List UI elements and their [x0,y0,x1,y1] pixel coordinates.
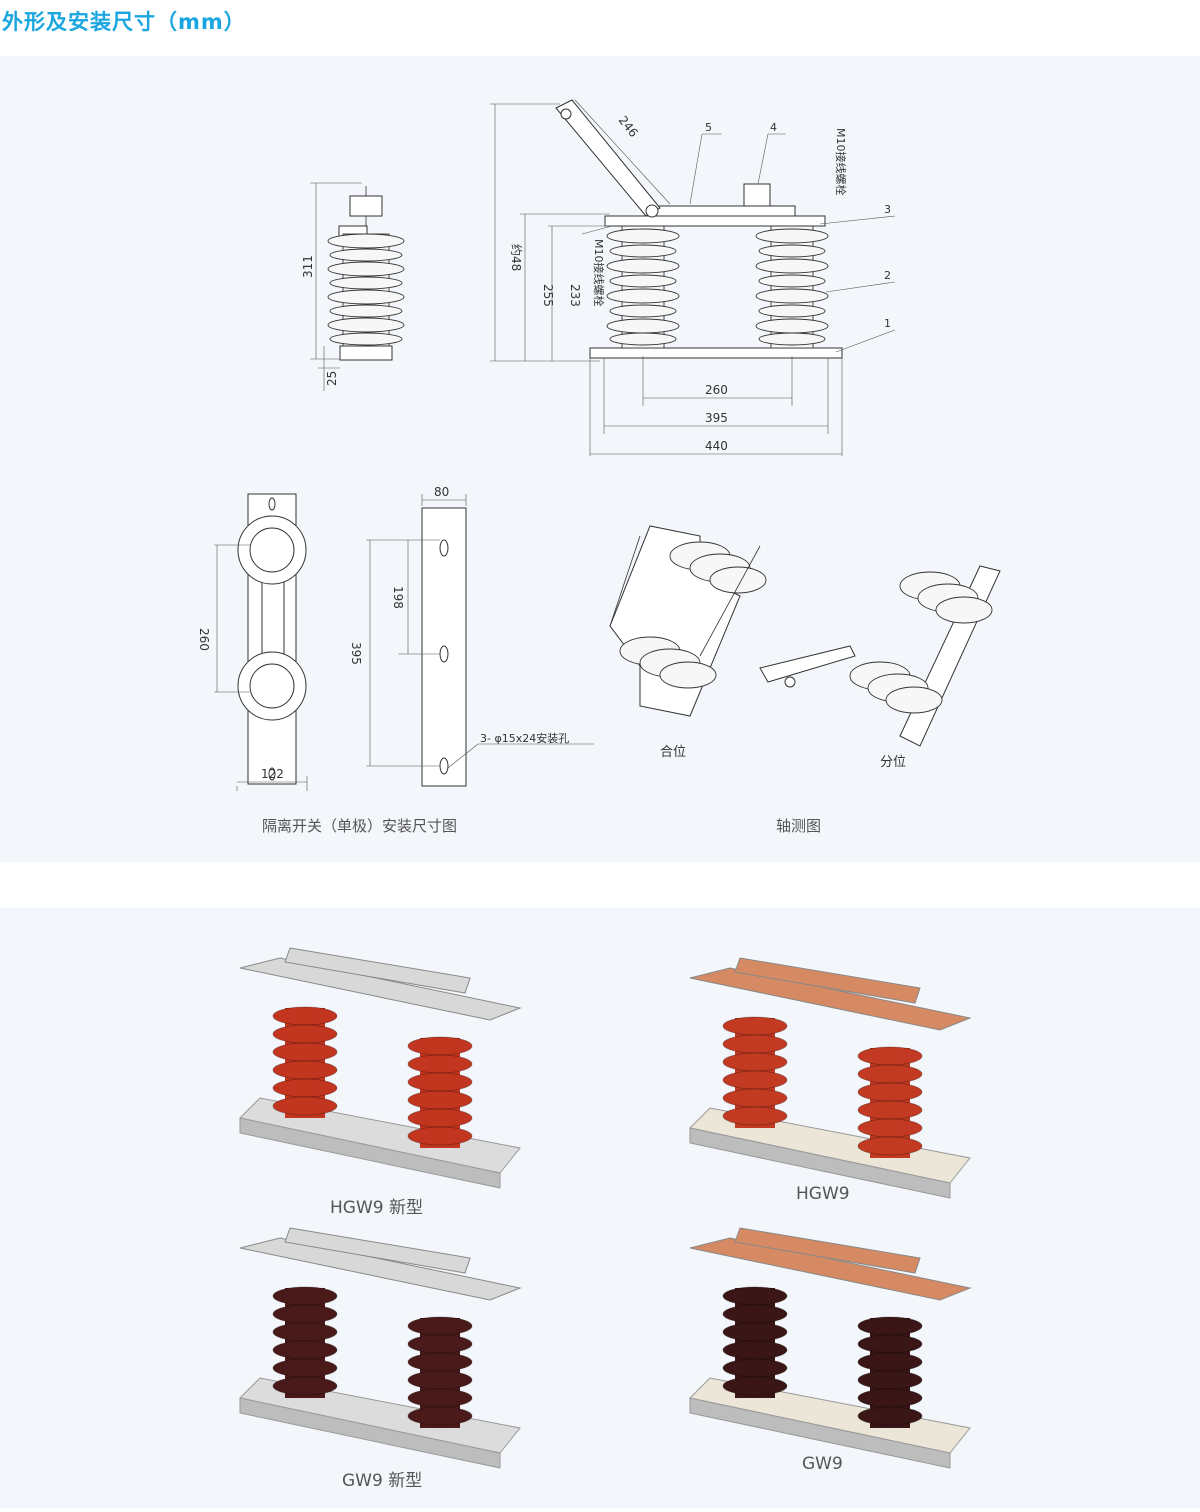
part-4: 4 [770,121,777,134]
front-insulator-left [606,225,680,349]
bolt-label-right: M10接线螺栓 [834,128,848,196]
dim-395-front: 395 [705,411,728,425]
top-view-drawing: 260 122 [197,493,308,791]
axonometric-open: 分位 [759,565,1001,770]
product-frame [689,967,972,1031]
product-blade [284,1227,471,1274]
product-illustration [688,1227,972,1469]
base-plate-drawing: 80 198 395 3- φ15x24安装孔 [349,485,594,787]
open-label: 分位 [880,755,906,770]
product-insulator [272,1286,338,1398]
product-insulator [722,1016,788,1128]
dim-approx48: 约48 [509,244,524,271]
product-frame [239,957,522,1021]
product-illustrations [238,947,972,1469]
front-insulator-right [755,225,829,349]
technical-drawings: 311 25 [197,99,1001,791]
product-insulator [407,1036,473,1148]
product-frame [689,1237,972,1301]
dim-198: 198 [391,586,405,609]
bolt-label-left: M10接线螺栓 [592,239,606,307]
axo-caption: 轴测图 [776,817,822,835]
dim-395-plate: 395 [349,642,363,665]
drawings-panel: 311 25 [0,56,1200,862]
product-label-gw9-new: GW9 新型 [342,1471,423,1491]
dim-255: 255 [541,284,555,307]
dim-122: 122 [261,767,284,781]
dim-440: 440 [705,439,728,453]
part-3: 3 [884,203,891,216]
hole-note: 3- φ15x24安装孔 [480,731,569,745]
product-label-gw9: GW9 [802,1454,843,1474]
closed-label: 合位 [660,745,686,760]
product-base-edge [239,1117,501,1189]
dim-233: 233 [568,284,582,307]
product-base-edge [239,1397,501,1469]
front-view-drawing: 约48 255 233 246 M10接线螺栓 M10接线螺栓 5 4 3 2 [490,99,896,456]
product-insulator [857,1316,923,1428]
product-label-hgw9: HGW9 [796,1184,850,1204]
dim-260-top: 260 [197,628,211,651]
blade-closed [649,205,796,217]
product-illustration [238,947,522,1189]
product-illustration [238,1227,522,1469]
dim-246: 246 [616,113,641,140]
product-insulator [407,1316,473,1428]
side-view-drawing: 311 25 [301,182,405,391]
product-label-hgw9-new: HGW9 新型 [330,1198,423,1218]
product-illustration [688,957,972,1199]
blade-open [555,99,661,217]
product-insulator [722,1286,788,1398]
dim-25: 25 [325,371,339,386]
install-caption: 隔离开关（单极）安装尺寸图 [262,817,458,835]
base-channel [589,347,843,359]
dim-311: 311 [301,255,315,278]
product-insulator [272,1006,338,1118]
product-blade [734,1227,921,1274]
dim-260-front: 260 [705,383,728,397]
products-panel: HGW9 新型 HGW9 GW9 新型 GW9 [0,908,1200,1508]
product-base-edge [689,1127,951,1199]
product-blade [284,947,471,994]
axonometric-closed: 合位 [609,525,767,760]
page-title: 外形及安装尺寸（mm） [2,10,246,34]
part-5: 5 [705,121,712,134]
part-2: 2 [884,269,891,282]
part-1: 1 [884,317,891,330]
product-base-edge [689,1397,951,1469]
product-blade [734,957,921,1004]
product-insulator [857,1046,923,1158]
side-insulator [327,233,405,353]
dim-80: 80 [434,485,449,499]
product-frame [239,1237,522,1301]
